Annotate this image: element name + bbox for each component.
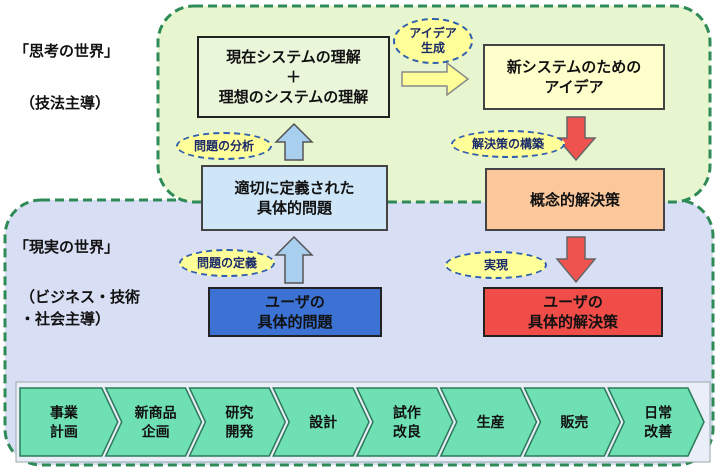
pill-realization: 実現 (445, 251, 547, 279)
stage-label: 販売 (560, 414, 588, 431)
new-idea-box: 新システムのための アイデア (483, 44, 665, 110)
stage-label: 新商品企画 (135, 405, 177, 441)
stage-chevron (607, 387, 705, 457)
stage-chevron (188, 387, 287, 457)
thought-world-label: 「思考の世界」 (14, 42, 120, 60)
arrow-right-idea (401, 61, 470, 97)
user-problem-box: ユーザの 具体的問題 (208, 287, 382, 337)
arrow-up-analysis (274, 122, 314, 161)
stage-chevron (104, 387, 203, 457)
reality-world-sub: （ビジネス・技術 ・社会主導） (20, 288, 141, 328)
pill-problem-analysis: 問題の分析 (176, 132, 272, 160)
stage-chevron (272, 387, 370, 457)
defined-problem-box: 適切に定義された 具体的問題 (201, 165, 388, 231)
reality-world-label: 「現実の世界」 (14, 238, 120, 256)
stage-label: 日常改善 (644, 405, 672, 441)
stage-chevron (19, 387, 119, 457)
stage-label: 研究開発 (225, 405, 254, 441)
stage-chevron (523, 387, 622, 457)
stage-label: 生産 (477, 414, 505, 431)
pill-solution-construction: 解決策の構築 (451, 130, 565, 158)
understanding-box: 現在システムの理解 ＋ 理想のシステムの理解 (197, 36, 390, 118)
stage-chevron (439, 387, 538, 457)
stage-label: 事業計画 (50, 405, 79, 441)
stage-label: 設計 (309, 414, 337, 431)
thought-world-sub: （技法主導） (20, 94, 111, 112)
pill-idea-generation: アイデア 生成 (393, 18, 473, 64)
stage-chevron (355, 387, 454, 457)
pill-problem-definition: 問題の定義 (179, 249, 275, 277)
stage-label: 試作改良 (393, 405, 421, 441)
arrow-down-construct (555, 116, 597, 162)
concept-solution-box: 概念的解決策 (485, 168, 665, 231)
arrow-down-realize (555, 236, 597, 284)
user-solution-box: ユーザの 具体的解決策 (483, 287, 663, 337)
arrow-up-definition (274, 235, 314, 284)
